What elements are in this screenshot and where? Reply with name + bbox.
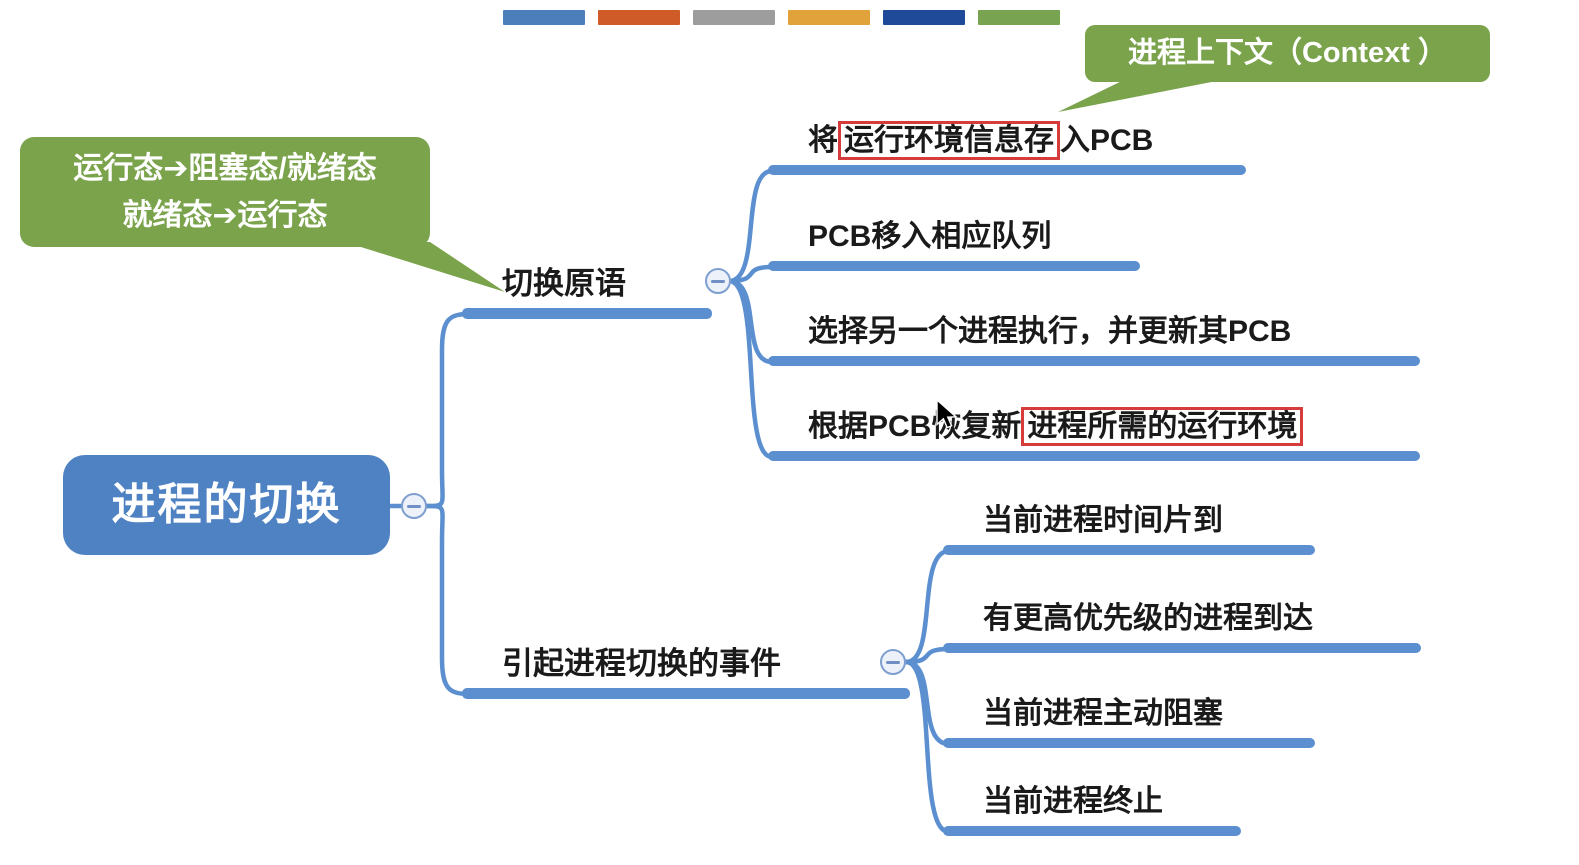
branch-underline <box>462 308 712 319</box>
node-select-next-process[interactable]: 选择另一个进程执行，并更新其PCB <box>768 313 1420 366</box>
node-text: 将 <box>808 124 838 157</box>
node-text: 根据PCB恢复新 <box>808 410 1022 443</box>
collapse-button-branch1[interactable] <box>705 268 731 294</box>
node-underline <box>768 261 1140 271</box>
theme-color-bar <box>503 10 1060 25</box>
node-label: 根据PCB恢复新进程所需的运行环境 <box>768 407 1420 446</box>
node-higher-priority-arrives[interactable]: 有更高优先级的进程到达 <box>943 600 1421 653</box>
node-text: PCB移入相应队列 <box>808 220 1052 253</box>
callout-process-context[interactable]: 进程上下文（Context ） <box>1085 25 1490 82</box>
node-move-pcb-queue[interactable]: PCB移入相应队列 <box>768 218 1140 271</box>
color-swatch <box>978 10 1060 25</box>
color-swatch <box>503 10 585 25</box>
node-text: 当前进程主动阻塞 <box>983 697 1223 730</box>
node-label: PCB移入相应队列 <box>768 218 1140 256</box>
node-underline <box>943 826 1241 836</box>
red-highlight-box: 进程所需的运行环境 <box>1021 407 1304 446</box>
node-label: 将运行环境信息存入PCB <box>768 121 1246 160</box>
callout-line-2: 就绪态➔运行态 <box>122 199 328 232</box>
node-restore-context[interactable]: 根据PCB恢复新进程所需的运行环境 <box>768 407 1420 461</box>
callout-line-1: 运行态➔阻塞态/就绪态 <box>73 152 377 185</box>
node-label: 当前进程主动阻塞 <box>943 695 1315 733</box>
color-swatch <box>598 10 680 25</box>
node-underline <box>943 545 1315 555</box>
node-store-context-pcb[interactable]: 将运行环境信息存入PCB <box>768 121 1246 175</box>
root-node-process-switch[interactable]: 进程的切换 <box>63 455 390 555</box>
collapse-button-root[interactable] <box>401 493 427 519</box>
node-label: 当前进程时间片到 <box>943 502 1315 540</box>
node-text: 当前进程时间片到 <box>983 504 1223 537</box>
node-text: 当前进程终止 <box>983 785 1163 818</box>
callout-tails <box>345 78 1232 292</box>
node-label: 选择另一个进程执行，并更新其PCB <box>768 313 1420 351</box>
callout-top-label: 进程上下文（Context ） <box>1127 37 1447 69</box>
node-text: 入PCB <box>1060 124 1154 157</box>
node-process-blocks[interactable]: 当前进程主动阻塞 <box>943 695 1315 748</box>
node-text: 有更高优先级的进程到达 <box>983 602 1313 635</box>
branch-underline <box>462 688 910 699</box>
node-underline <box>943 738 1315 748</box>
node-underline <box>768 165 1246 175</box>
red-highlight-box: 运行环境信息存 <box>838 121 1060 160</box>
mouse-cursor-icon <box>936 400 958 429</box>
color-swatch <box>788 10 870 25</box>
node-label: 有更高优先级的进程到达 <box>943 600 1421 638</box>
node-underline <box>768 356 1420 366</box>
node-underline <box>943 643 1421 653</box>
node-text: 选择另一个进程执行，并更新其PCB <box>808 315 1292 348</box>
color-swatch <box>883 10 965 25</box>
callout-state-transitions[interactable]: 运行态➔阻塞态/就绪态 就绪态➔运行态 <box>20 137 430 247</box>
root-label: 进程的切换 <box>111 480 342 529</box>
node-timeslice-expired[interactable]: 当前进程时间片到 <box>943 502 1315 555</box>
branch-label: 引起进程切换的事件 <box>502 646 781 681</box>
branch-switch-primitive[interactable]: 切换原语 <box>462 265 712 319</box>
color-swatch <box>693 10 775 25</box>
node-underline <box>768 451 1420 461</box>
collapse-button-branch2[interactable] <box>880 649 906 675</box>
branch-label: 切换原语 <box>502 266 626 301</box>
node-process-terminates[interactable]: 当前进程终止 <box>943 783 1241 836</box>
branch-switch-events[interactable]: 引起进程切换的事件 <box>462 645 910 699</box>
node-label: 当前进程终止 <box>943 783 1241 821</box>
